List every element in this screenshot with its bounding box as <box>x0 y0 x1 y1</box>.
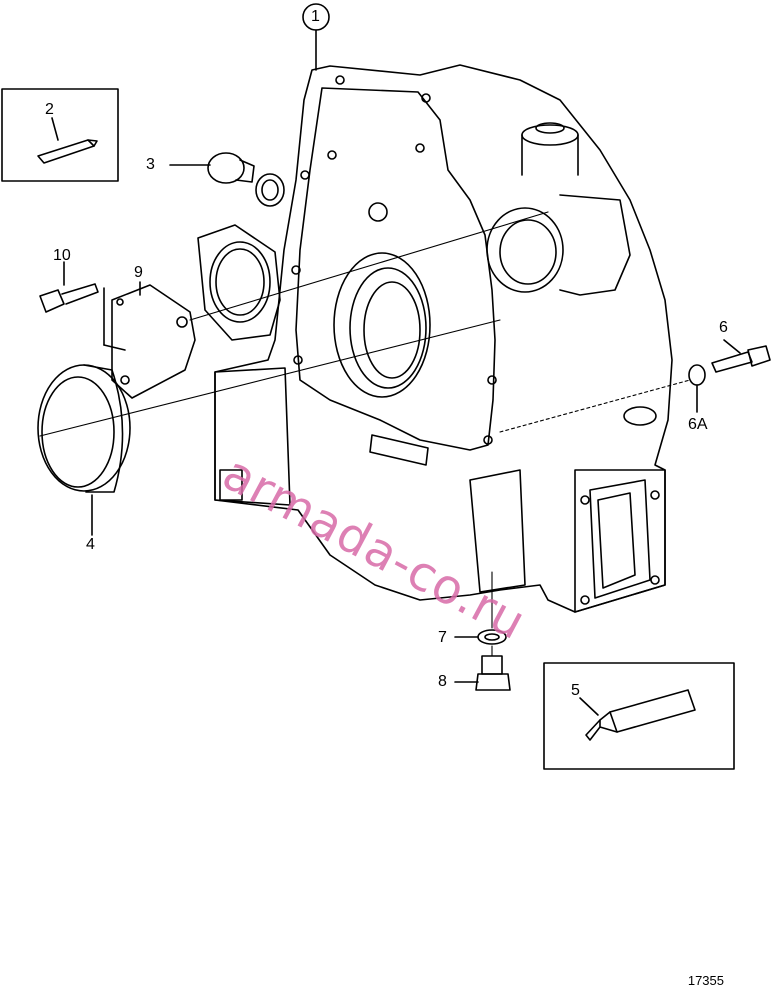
callout-label-6: 6 <box>719 319 728 336</box>
inset-box-sealant-tube <box>543 662 735 770</box>
callout-label-2: 2 <box>45 101 54 118</box>
callout-label-4: 4 <box>86 536 95 553</box>
bolt-part-6 <box>688 339 771 413</box>
callout-label-5: 5 <box>571 682 580 699</box>
assembly-axis-lines <box>39 211 691 657</box>
callout-label-9: 9 <box>134 264 143 281</box>
callout-label-1: 1 <box>311 8 320 25</box>
bolt-part-10 <box>39 261 126 351</box>
inset-box-pin <box>1 88 119 182</box>
flywheel-housing <box>214 64 673 613</box>
callout-label-10: 10 <box>53 247 71 264</box>
drawing-number: 17355 <box>687 973 724 988</box>
callout-label-3: 3 <box>146 156 155 173</box>
plug-part-3 <box>169 152 285 207</box>
callout-label-8: 8 <box>438 673 447 690</box>
callout-label-7: 7 <box>438 629 447 646</box>
callout-label-6a: 6A <box>688 416 708 433</box>
callout-leader-1 <box>302 3 330 71</box>
drain-plug-parts-7-8 <box>454 629 511 691</box>
cover-plate-part-9 <box>111 281 196 399</box>
oil-seal-part-4 <box>37 364 131 536</box>
port-gasket <box>197 224 281 341</box>
